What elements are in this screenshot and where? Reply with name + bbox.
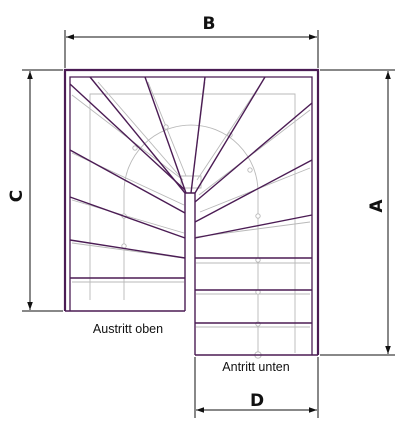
guide-lines [71, 81, 311, 353]
center-stringer [184, 192, 196, 355]
newel-post [180, 175, 202, 189]
dimensions [22, 30, 395, 418]
entry-bottom-label: Antritt unten [222, 360, 289, 374]
guide-tread-9 [71, 199, 185, 234]
outer-frame [63, 68, 320, 355]
tread-8 [69, 149, 186, 214]
step-marker [163, 124, 169, 130]
guide-tread-2 [97, 81, 184, 181]
tread-9 [69, 196, 186, 239]
dimension-label-b: B [203, 14, 216, 34]
dimension-label-d: D [250, 391, 264, 411]
tread-7 [194, 159, 313, 223]
inner-rail-guide [89, 93, 296, 353]
tread-2 [89, 76, 186, 194]
tread-3 [144, 76, 187, 194]
treads [69, 76, 313, 324]
tread-10 [69, 239, 186, 259]
step-marker [255, 213, 261, 219]
exit-top-label: Austritt oben [93, 322, 163, 336]
step-marker [132, 145, 138, 151]
tread-6 [194, 102, 313, 203]
step-marker [247, 167, 253, 173]
dimension-label-c: C [7, 190, 27, 202]
walking-line-arc [123, 124, 259, 353]
tread-11 [194, 214, 313, 239]
guide-tread-5 [196, 81, 263, 181]
dimension-label-a: A [367, 199, 387, 213]
tread-1 [69, 83, 186, 191]
tread-5 [194, 76, 266, 194]
stair-outline [63, 68, 320, 356]
tread-4 [190, 76, 206, 194]
inner-frame [69, 76, 313, 355]
